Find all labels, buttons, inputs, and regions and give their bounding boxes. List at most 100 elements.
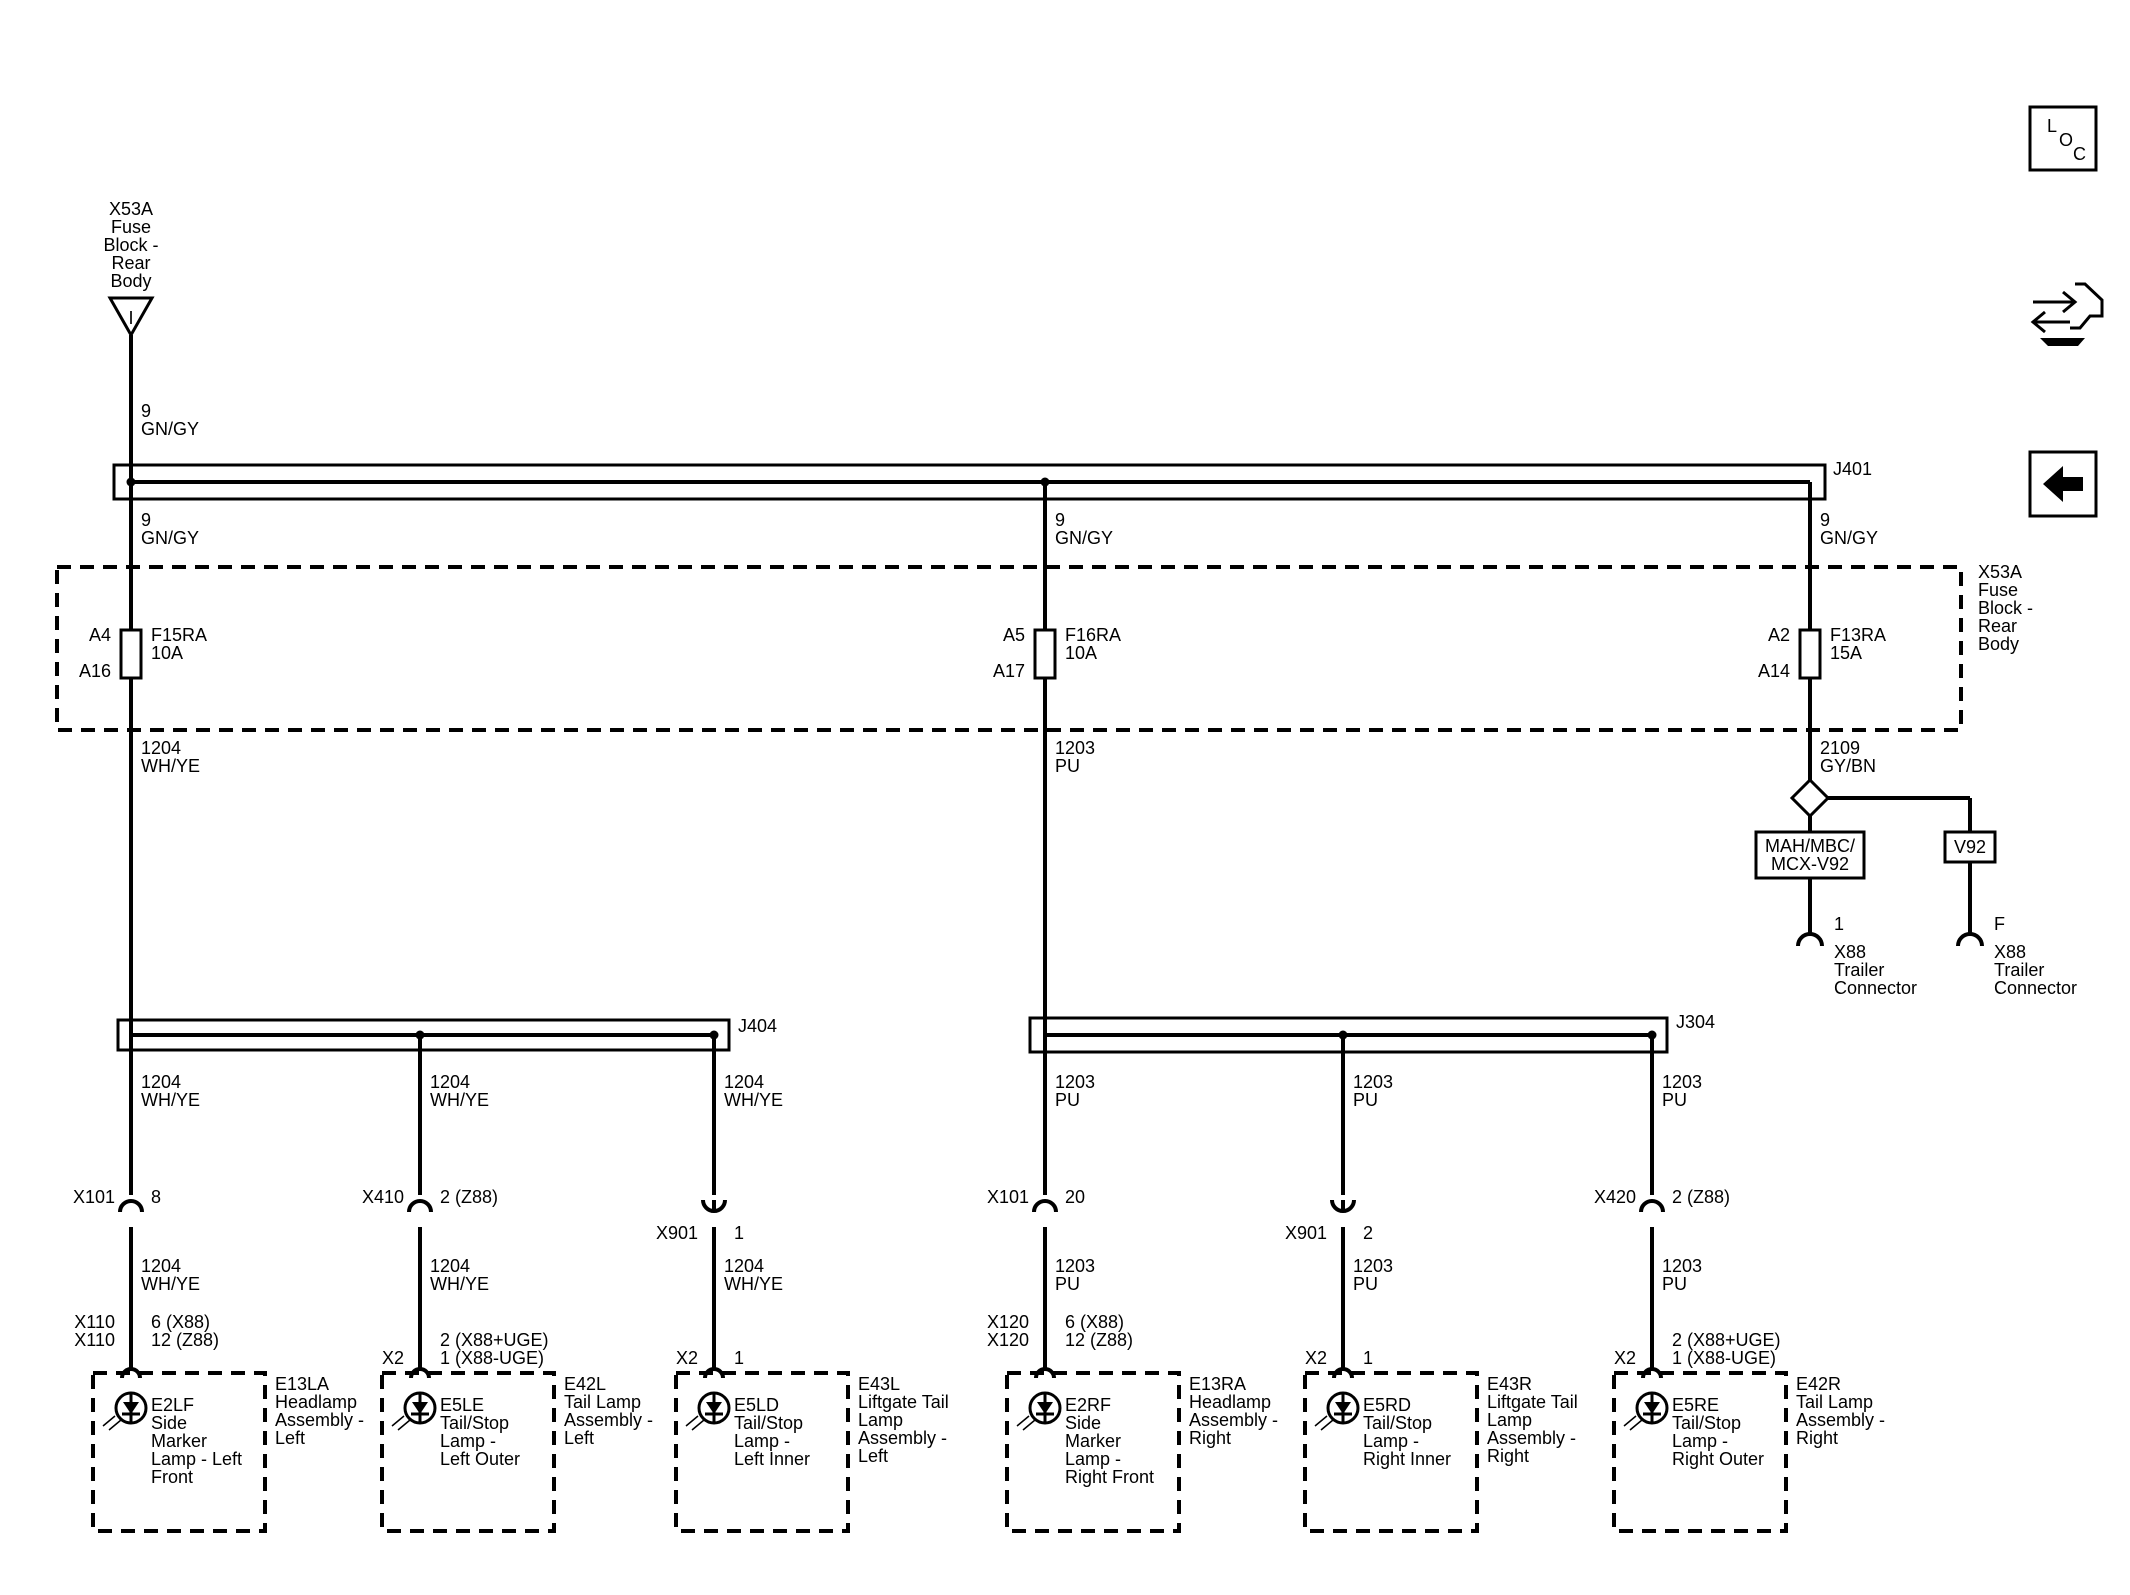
source-label: Rear — [111, 253, 150, 273]
inline-connector-icon — [407, 1199, 433, 1213]
inline-connector-icon — [118, 1199, 144, 1213]
wrench-icon[interactable] — [2040, 338, 2085, 346]
light-ray — [1022, 1419, 1036, 1431]
out-circuit: 2109 — [1820, 738, 1860, 758]
lamp-label: Lamp - Left — [151, 1449, 242, 1469]
terminal-pin: 1 (X88-UGE) — [1672, 1348, 1776, 1368]
feed-circuit: 9 — [141, 510, 151, 530]
location-button[interactable]: LOC — [2028, 105, 2098, 172]
assembly-label: E13RA — [1189, 1374, 1246, 1394]
assembly-label: Left — [564, 1428, 594, 1448]
assembly-label: Assembly - — [858, 1428, 947, 1448]
fuse-block-label: Body — [1978, 634, 2019, 654]
location-icon[interactable] — [2028, 105, 2098, 172]
light-ray — [1629, 1419, 1643, 1431]
assembly-label: E43R — [1487, 1374, 1532, 1394]
assembly-label: Right — [1796, 1428, 1838, 1448]
branch-circuit: 1203 — [1662, 1072, 1702, 1092]
assembly-label: Assembly - — [1189, 1410, 1278, 1430]
diode-icon — [1335, 1402, 1351, 1414]
light-ray — [1623, 1415, 1637, 1427]
connector-name: X410 — [362, 1187, 404, 1207]
branch-circuit: 1204 — [141, 1256, 181, 1276]
terminal-pin: 6 (X88) — [151, 1312, 210, 1332]
terminal-pin: 1 — [734, 1348, 744, 1368]
connector-pin: 2 — [1363, 1223, 1373, 1243]
arrow-left-icon[interactable] — [2043, 466, 2083, 502]
lamp-label: Lamp - — [1363, 1431, 1419, 1451]
terminal-pin: 1 — [1363, 1348, 1373, 1368]
branch-color: WH/YE — [724, 1090, 783, 1110]
branch-circuit: 1204 — [141, 1072, 181, 1092]
feed-circuit: 9 — [1055, 510, 1065, 530]
diode-icon — [412, 1402, 428, 1414]
lamp-icon — [1314, 1391, 1360, 1431]
back-button[interactable] — [2028, 450, 2098, 518]
out-circuit: 1203 — [1055, 738, 1095, 758]
light-ray — [685, 1415, 699, 1427]
lamp-label: Right Outer — [1672, 1449, 1764, 1469]
lamp-assembly-boundary — [380, 1371, 556, 1533]
fuse-name: F15RA — [151, 625, 207, 645]
terminal-pin: 2 (X88+UGE) — [440, 1330, 549, 1350]
lamp-assembly-boundary — [91, 1371, 267, 1533]
lamp-label: Tail/Stop — [1672, 1413, 1741, 1433]
lamp-label: Lamp - — [734, 1431, 790, 1451]
fuse-icon — [119, 628, 143, 680]
feed-color: GN/GY — [1820, 528, 1878, 548]
branch-color: WH/YE — [141, 1090, 200, 1110]
fuse-name: F16RA — [1065, 625, 1121, 645]
branch-color: PU — [1353, 1090, 1378, 1110]
j401-label: J401 — [1833, 459, 1872, 479]
assembly-label: Assembly - — [1487, 1428, 1576, 1448]
diode-icon — [123, 1402, 139, 1414]
fuse-icon — [1033, 628, 1057, 680]
light-ray — [1016, 1415, 1030, 1427]
assembly-label: E13LA — [275, 1374, 329, 1394]
j404-splice-pack — [116, 1018, 731, 1052]
assembly-label: Tail Lamp — [564, 1392, 641, 1412]
assembly-label: Liftgate Tail — [858, 1392, 949, 1412]
branch-color: PU — [1055, 1090, 1080, 1110]
connector-repair-icon[interactable] — [2033, 282, 2104, 330]
out-color: PU — [1055, 756, 1080, 776]
option-box-right — [1943, 830, 1997, 864]
terminal-name: X120 — [987, 1330, 1029, 1350]
terminal-name: X110 — [74, 1330, 115, 1350]
lamp-icon — [685, 1391, 731, 1431]
assembly-label: Tail Lamp — [1796, 1392, 1873, 1412]
lamp-label: E5RD — [1363, 1395, 1411, 1415]
out-color: GY/BN — [1820, 756, 1876, 776]
light-ray — [1320, 1419, 1334, 1431]
branch-color: PU — [1662, 1090, 1687, 1110]
branch-circuit: 1204 — [724, 1256, 764, 1276]
connector-repair-button[interactable] — [2030, 282, 2104, 346]
assembly-label: Lamp — [858, 1410, 903, 1430]
lamp-label: Side — [151, 1413, 187, 1433]
out-color: WH/YE — [141, 756, 200, 776]
assembly-label: E42R — [1796, 1374, 1841, 1394]
fuse-icon — [1798, 628, 1822, 680]
fuse-block-label: X53A — [1978, 562, 2022, 582]
fuse-block-label: Block - — [1978, 598, 2033, 618]
source-label: Block - — [103, 235, 158, 255]
lamp-label: Left Outer — [440, 1449, 520, 1469]
terminal-pin: 6 (X88) — [1065, 1312, 1124, 1332]
trailer-pin: 1 — [1834, 914, 1844, 934]
lamp-label: E5RE — [1672, 1395, 1719, 1415]
terminal-pin: 12 (Z88) — [151, 1330, 219, 1350]
fuse-pin-in: A4 — [89, 625, 111, 645]
out-circuit: 1204 — [141, 738, 181, 758]
option-box-left-label: MCX-V92 — [1771, 854, 1849, 874]
lamp-assembly-boundary — [674, 1371, 850, 1533]
lamp-label: Marker — [1065, 1431, 1121, 1451]
fuse-rating: 15A — [1830, 643, 1862, 663]
diode-icon — [1644, 1402, 1660, 1414]
connector-arrow[interactable] — [2030, 310, 2070, 334]
fuse-name: F13RA — [1830, 625, 1886, 645]
trailer-connector-icon — [1956, 932, 1984, 947]
option-box-left-label: MAH/MBC/ — [1765, 836, 1855, 856]
lamp-label: Front — [151, 1467, 193, 1487]
light-ray — [397, 1419, 411, 1431]
terminal-name: X2 — [676, 1348, 698, 1368]
